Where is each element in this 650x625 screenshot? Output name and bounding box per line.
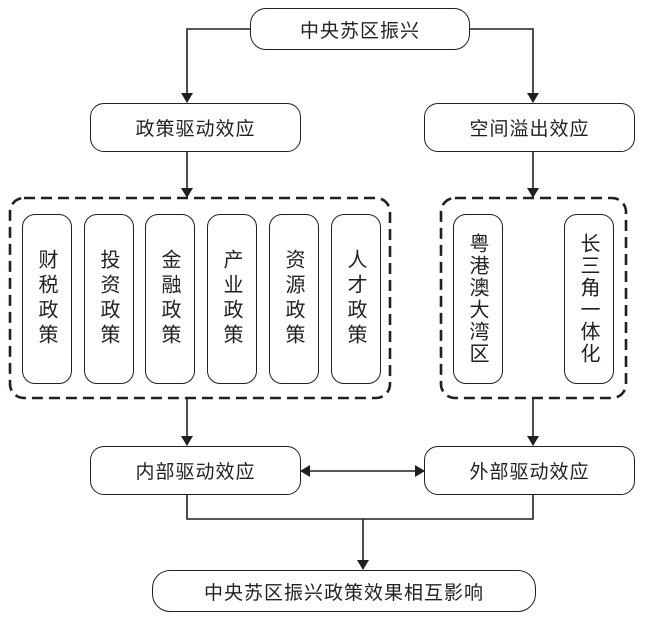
- node-policy-driven-effect: 政策驱动效应: [90, 103, 301, 152]
- arrow-top-to-policy: [181, 28, 250, 103]
- node-fiscal-tax-policy: 财税政策: [22, 214, 72, 384]
- policy-group-frame: [8, 196, 392, 400]
- node-resource-policy: 资源政策: [269, 214, 319, 384]
- node-industrial-policy: 产业政策: [207, 214, 257, 384]
- node-investment-policy: 投资政策: [84, 214, 134, 384]
- spillover-group-frame: [439, 196, 628, 400]
- node-talent-policy: 人才政策: [331, 214, 381, 384]
- node-external-driving-effect: 外部驱动效应: [424, 446, 635, 495]
- arrow-top-to-spillover: [470, 28, 539, 103]
- node-central-soviet-revitalization: 中央苏区振兴: [250, 8, 470, 50]
- connector-merge: [186, 495, 534, 520]
- node-greater-bay-area: 粤港澳大湾区: [453, 214, 503, 384]
- node-financial-policy: 金融政策: [145, 214, 195, 384]
- node-result-mutual-influence: 中央苏区振兴政策效果相互影响: [152, 570, 536, 612]
- node-internal-driving-effect: 内部驱动效应: [90, 446, 301, 495]
- node-spatial-spillover-effect: 空间溢出效应: [424, 103, 635, 152]
- node-yangtze-delta-integration: 长三角一体化: [564, 214, 614, 384]
